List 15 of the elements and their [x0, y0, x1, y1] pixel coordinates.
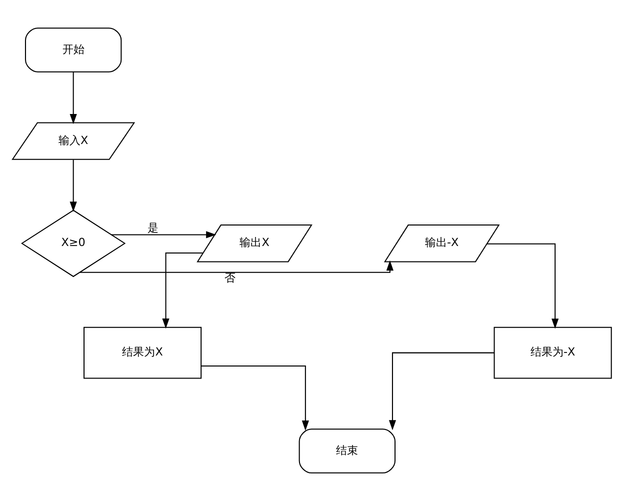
- arrow: [80, 260, 394, 272]
- node-diamond: X≥0: [20, 209, 126, 277]
- arrow: [162, 252, 203, 328]
- arrow: [201, 365, 309, 430]
- arrow: [111, 230, 216, 238]
- arrow: [70, 159, 77, 212]
- arrow: [486, 242, 559, 328]
- node-box: 开始: [24, 27, 122, 72]
- node-box: 结束: [298, 428, 396, 473]
- node-box: 结果为-X: [494, 326, 612, 378]
- arrow: [388, 352, 494, 430]
- node-box: 结果为X: [84, 326, 202, 378]
- edge-label: 否: [224, 270, 236, 284]
- edge-label: 是: [147, 220, 158, 234]
- arrow: [70, 72, 77, 124]
